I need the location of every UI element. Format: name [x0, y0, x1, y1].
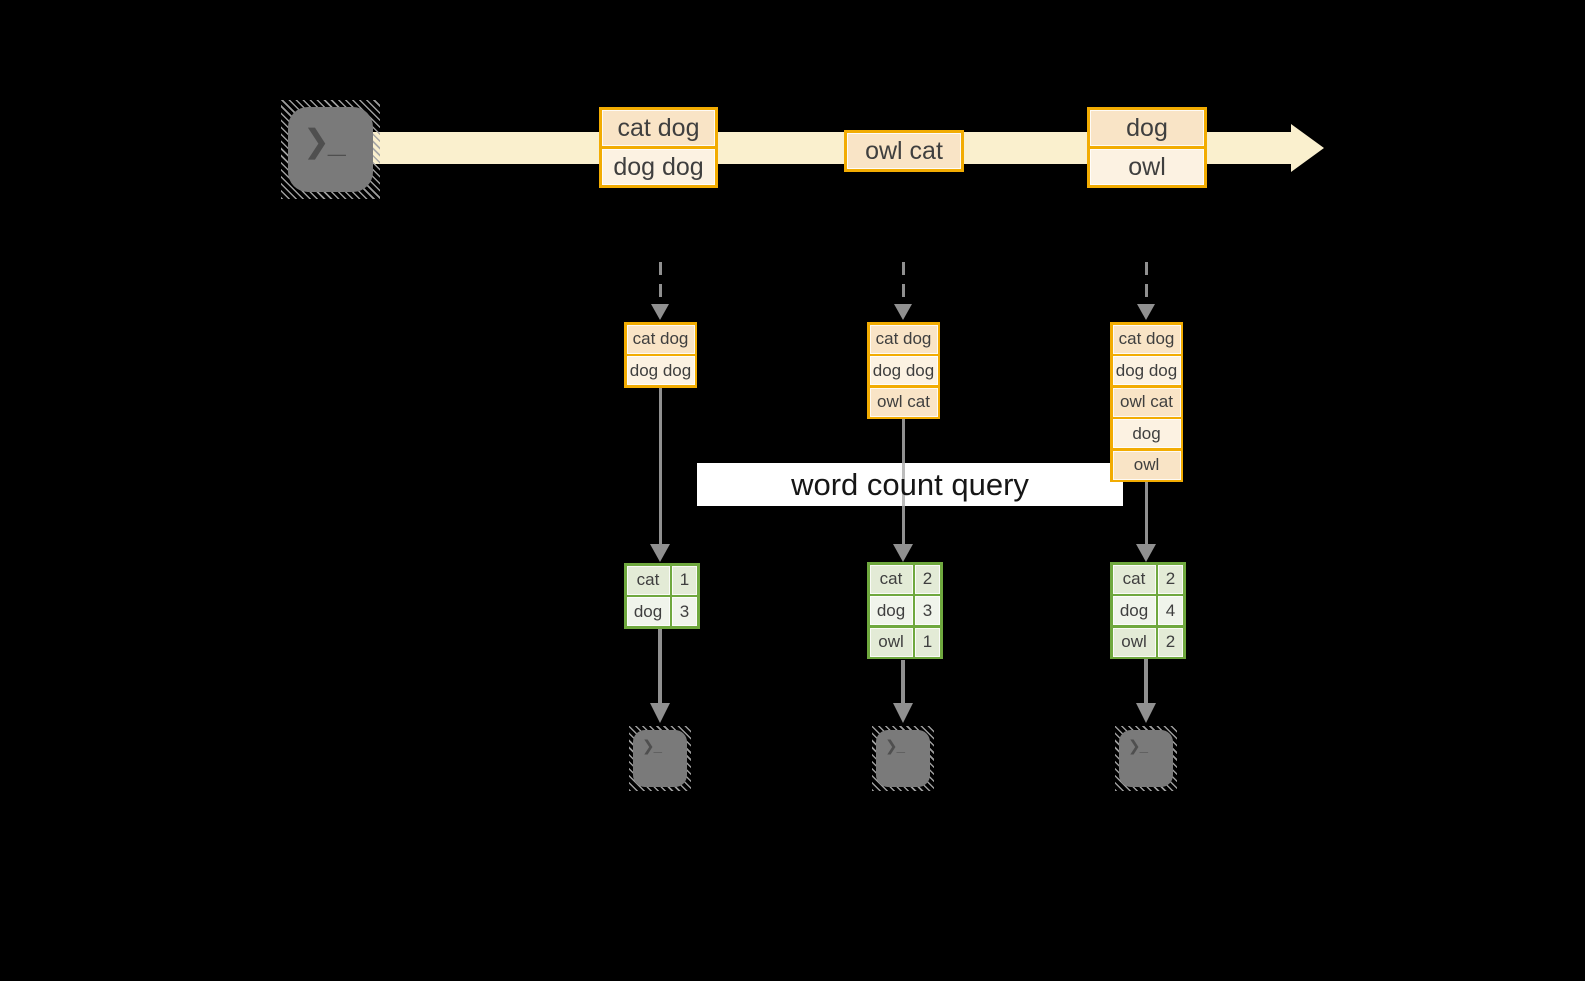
count-table-2: cat 2 dog 3 owl 1 — [867, 562, 943, 659]
buffer-cell: dog dog — [869, 356, 938, 385]
dashed-arrow-head-icon — [651, 304, 669, 320]
stream-message-box-2: owl cat — [844, 130, 964, 172]
count-cell: 2 — [1158, 564, 1183, 594]
output-arrow-line — [901, 660, 905, 703]
buffer-stack-1: cat dog dog dog — [624, 322, 697, 388]
stream-message-box-3: dog owl — [1087, 107, 1207, 188]
count-table-1: cat 1 dog 3 — [624, 563, 700, 629]
stream-arrowhead-icon — [1291, 124, 1324, 172]
buffer-cell: owl cat — [1112, 387, 1181, 417]
stream-message-line: dog dog — [602, 149, 715, 185]
stream-message-line: cat dog — [602, 110, 715, 146]
stream-message-box-1: cat dog dog dog — [599, 107, 718, 188]
query-arrow-head-icon — [1136, 544, 1156, 562]
buffer-stack-2: cat dog dog dog owl cat — [867, 322, 940, 419]
output-terminal-icon-2: ❯_ — [872, 726, 934, 791]
count-cell: 2 — [915, 564, 940, 594]
dashed-arrow-head-icon — [894, 304, 912, 320]
word-cell: owl — [1112, 627, 1156, 657]
word-cell: cat — [869, 564, 913, 594]
terminal-screen: ❯_ — [633, 730, 687, 787]
buffer-cell: dog dog — [1112, 356, 1181, 385]
buffer-cell: dog — [1112, 419, 1181, 448]
terminal-screen: ❯_ — [288, 107, 373, 192]
count-cell: 4 — [1158, 596, 1183, 625]
output-arrow-head-icon — [1136, 703, 1156, 723]
dashed-arrow-head-icon — [1137, 304, 1155, 320]
dashed-arrow-line — [1145, 262, 1148, 304]
query-arrow-line — [902, 506, 905, 544]
count-table-3: cat 2 dog 4 owl 2 — [1110, 562, 1186, 659]
terminal-screen: ❯_ — [1119, 730, 1173, 787]
terminal-screen: ❯_ — [876, 730, 930, 787]
count-cell: 1 — [915, 627, 940, 657]
query-arrow-line-over-banner — [902, 463, 905, 506]
buffer-cell: cat dog — [869, 324, 938, 354]
query-arrow-head-icon — [893, 544, 913, 562]
stream-message-line: owl — [1090, 149, 1204, 185]
word-cell: dog — [1112, 596, 1156, 625]
terminal-prompt-icon: ❯_ — [642, 738, 662, 755]
query-arrow-head-icon — [650, 544, 670, 562]
output-arrow-head-icon — [650, 703, 670, 723]
word-count-query-banner — [697, 463, 1123, 506]
stream-message-line: dog — [1090, 110, 1204, 146]
output-arrow-line — [658, 628, 662, 703]
word-cell: owl — [869, 627, 913, 657]
output-arrow-line — [1144, 659, 1148, 703]
word-count-query-label: word count query — [791, 466, 1029, 502]
dashed-arrow-line — [659, 262, 662, 304]
query-arrow-line — [659, 387, 662, 544]
word-cell: dog — [626, 597, 670, 626]
terminal-prompt-icon: ❯_ — [1128, 738, 1148, 755]
count-cell: 2 — [1158, 627, 1183, 657]
terminal-prompt-icon: ❯_ — [885, 738, 905, 755]
count-cell: 3 — [915, 596, 940, 625]
buffer-stack-3: cat dog dog dog owl cat dog owl — [1110, 322, 1183, 482]
buffer-cell: dog dog — [626, 356, 695, 385]
count-cell: 1 — [672, 565, 697, 595]
buffer-cell: owl cat — [869, 387, 938, 417]
count-cell: 3 — [672, 597, 697, 626]
terminal-prompt-icon: ❯_ — [303, 123, 346, 159]
word-cell: cat — [626, 565, 670, 595]
dashed-arrow-line — [902, 262, 905, 304]
query-arrow-line — [1145, 482, 1148, 544]
output-terminal-icon-1: ❯_ — [629, 726, 691, 791]
word-cell: dog — [869, 596, 913, 625]
source-terminal-icon: ❯_ — [281, 100, 380, 199]
stream-message-line: owl cat — [847, 133, 961, 169]
word-cell: cat — [1112, 564, 1156, 594]
buffer-cell: cat dog — [626, 324, 695, 354]
output-arrow-head-icon — [893, 703, 913, 723]
output-terminal-icon-3: ❯_ — [1115, 726, 1177, 791]
buffer-cell: owl — [1112, 450, 1181, 480]
buffer-cell: cat dog — [1112, 324, 1181, 354]
query-arrow-line — [902, 419, 905, 463]
